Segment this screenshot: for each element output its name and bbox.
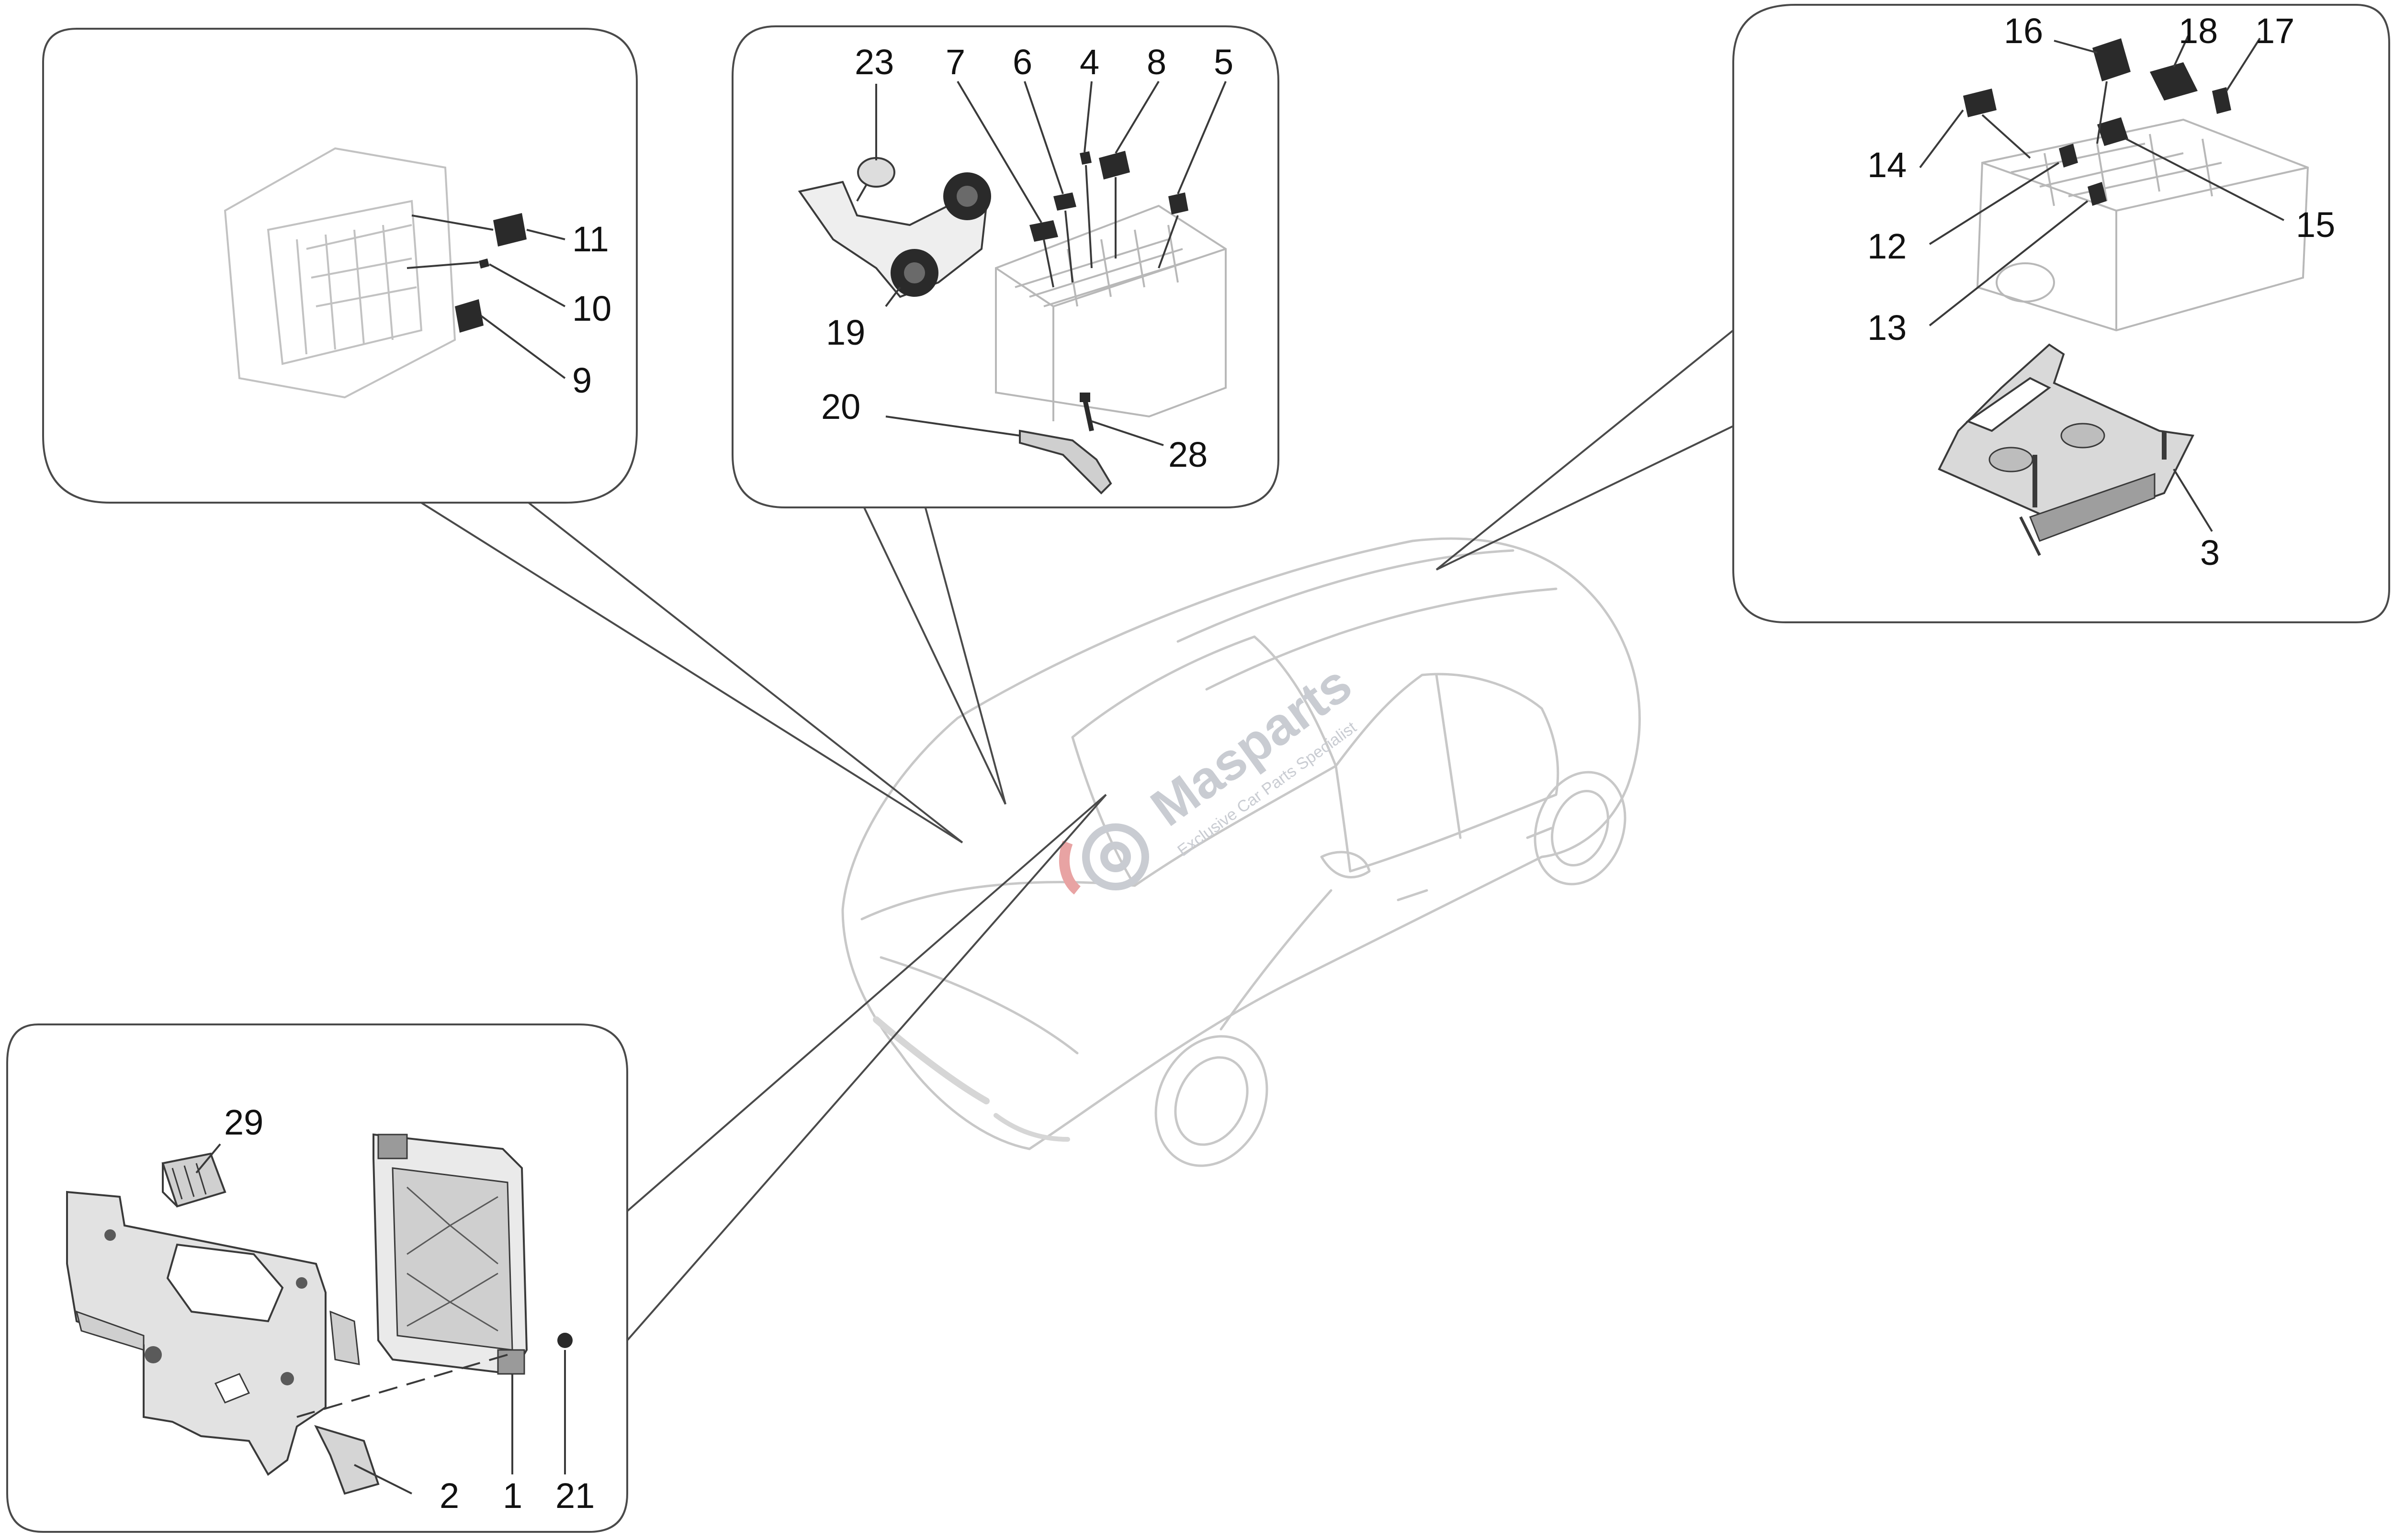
- mounting-plate: [66, 1191, 360, 1476]
- fuse-part-12: [2059, 144, 2078, 168]
- callout-leaders: [875, 80, 1227, 446]
- fuse-part-14: [1963, 89, 1997, 117]
- fuse-part-16: [2092, 38, 2131, 81]
- bracket-20: [1019, 429, 1112, 495]
- panel-control-unit-bracket: 29 2 1 21: [6, 1023, 628, 1533]
- panel-frame: [42, 28, 638, 504]
- callout-4: 4: [1080, 42, 1099, 82]
- car-outline: [841, 537, 1641, 1167]
- fuse-box-housing: [224, 147, 456, 399]
- gear-logo-icon: [1059, 823, 1149, 895]
- callout-9: 9: [572, 360, 592, 400]
- callout-12: 12: [1867, 226, 1907, 266]
- callout-19: 19: [826, 313, 865, 352]
- fuse-part-6: [1053, 192, 1076, 211]
- callout-13: 13: [1867, 308, 1907, 348]
- panel-fuse-box-small: 11 10 9: [42, 28, 638, 504]
- ecu-housing-1: [373, 1133, 528, 1375]
- callout-5: 5: [1214, 42, 1233, 82]
- fuse-part-11: [493, 213, 527, 247]
- fuse-part-17: [2212, 87, 2231, 114]
- callout-28: 28: [1168, 435, 1208, 474]
- panel-rear-fuse-box: 16 18 17 14 15 12 13 3: [1732, 4, 2390, 623]
- callout-leaders: [195, 1143, 566, 1495]
- fuse-part-8: [1099, 151, 1130, 180]
- module-29: [161, 1152, 226, 1208]
- callout-16: 16: [2004, 11, 2043, 51]
- callout-14: 14: [1867, 145, 1907, 185]
- bracket-3: [1938, 343, 2195, 556]
- fuse-part-13: [2088, 182, 2107, 206]
- grommet-23: [856, 157, 895, 202]
- fuse-part-4: [1080, 151, 1092, 165]
- callout-leaders: [1919, 35, 2284, 532]
- fuse-part-18: [2150, 62, 2198, 101]
- fuse-part-7: [1029, 220, 1058, 242]
- callout-2: 2: [440, 1476, 459, 1516]
- panel-engine-bay-box: 23 7 6 4 8 5 19 20 28: [732, 25, 1279, 508]
- watermark: Masparts Exclusive Car Parts Specialist: [1059, 654, 1362, 895]
- callout-3: 3: [2200, 533, 2220, 573]
- panel-leader-lines: [382, 329, 1734, 1341]
- bolt-28: [1080, 393, 1094, 432]
- bracket-19: [798, 172, 991, 298]
- callout-23: 23: [855, 42, 894, 82]
- callout-18: 18: [2179, 11, 2218, 51]
- fuse-part-10: [479, 259, 489, 269]
- screw-21: [557, 1333, 573, 1348]
- callout-15: 15: [2296, 205, 2335, 245]
- callout-17: 17: [2255, 11, 2294, 51]
- callout-20: 20: [821, 387, 860, 427]
- callout-leaders: [407, 214, 566, 379]
- callout-6: 6: [1013, 42, 1032, 82]
- callout-29: 29: [224, 1102, 263, 1142]
- callout-7: 7: [946, 42, 965, 82]
- callout-21: 21: [555, 1476, 595, 1516]
- callout-11: 11: [572, 219, 609, 259]
- callout-10: 10: [572, 289, 611, 328]
- fuse-part-5: [1168, 192, 1188, 214]
- fuse-part-9: [455, 299, 484, 333]
- callout-8: 8: [1147, 42, 1166, 82]
- bracket-2: [314, 1425, 380, 1495]
- panel-frame: [732, 25, 1279, 508]
- callout-1: 1: [503, 1476, 522, 1516]
- fuse-part-15: [2097, 117, 2128, 146]
